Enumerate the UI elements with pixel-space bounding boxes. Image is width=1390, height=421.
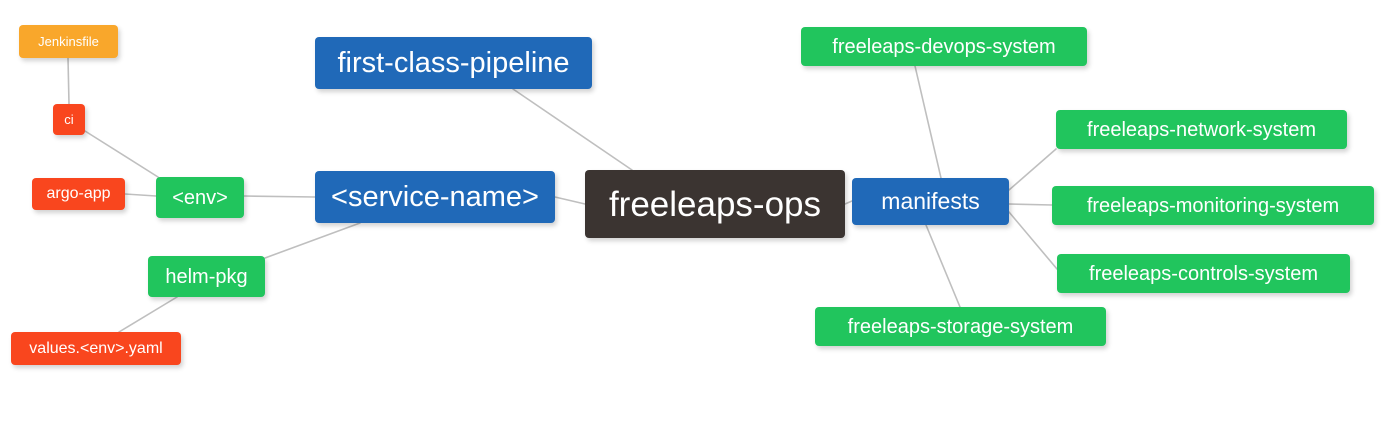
mindmap-node-ci[interactable]: ci	[53, 104, 85, 135]
node-label-manifests: manifests	[881, 188, 980, 214]
node-label-ci: ci	[64, 112, 74, 127]
node-label-env: <env>	[172, 186, 228, 209]
mindmap-node-helm-pkg[interactable]: helm-pkg	[148, 256, 265, 297]
mindmap-node-first-class-pipeline[interactable]: first-class-pipeline	[315, 37, 592, 89]
edge-manifests-to-freeleaps-devops-system	[914, 65, 942, 179]
mindmap-node-env[interactable]: <env>	[156, 177, 244, 218]
node-label-first-class-pipeline: first-class-pipeline	[337, 46, 570, 79]
node-label-jenkinsfile: Jenkinsfile	[38, 34, 99, 49]
mindmap-node-freeleaps-devops-system[interactable]: freeleaps-devops-system	[801, 27, 1087, 66]
node-label-freeleaps-network-system: freeleaps-network-system	[1087, 118, 1316, 141]
mindmap-node-freeleaps-controls-system[interactable]: freeleaps-controls-system	[1057, 254, 1350, 293]
edge-root-to-manifests	[844, 200, 853, 205]
mindmap-node-freeleaps-monitoring-system[interactable]: freeleaps-monitoring-system	[1052, 186, 1374, 225]
edge-jenkinsfile-to-ci	[67, 57, 70, 105]
node-label-argo-app: argo-app	[46, 185, 111, 202]
edge-manifests-to-freeleaps-storage-system	[925, 224, 961, 308]
node-label-freeleaps-monitoring-system: freeleaps-monitoring-system	[1086, 194, 1340, 217]
mindmap-node-jenkinsfile[interactable]: Jenkinsfile	[19, 25, 118, 58]
node-label-root: freeleaps-ops	[608, 184, 822, 224]
mindmap-node-freeleaps-network-system[interactable]: freeleaps-network-system	[1056, 110, 1347, 149]
edge-first-class-pipeline-to-root	[512, 88, 633, 171]
edge-manifests-to-freeleaps-network-system	[1008, 148, 1057, 191]
edge-manifests-to-freeleaps-controls-system	[1008, 211, 1058, 270]
node-label-helm-pkg: helm-pkg	[165, 265, 248, 288]
mindmap-node-manifests[interactable]: manifests	[852, 178, 1009, 225]
node-label-freeleaps-devops-system: freeleaps-devops-system	[832, 35, 1056, 58]
mindmap-node-values-env-yaml[interactable]: values.<env>.yaml	[11, 332, 181, 365]
mindmap-node-root[interactable]: freeleaps-ops	[585, 170, 845, 238]
node-label-freeleaps-storage-system: freeleaps-storage-system	[847, 315, 1074, 338]
edge-manifests-to-freeleaps-monitoring-system	[1008, 203, 1053, 206]
edge-env-to-service-name	[243, 195, 316, 198]
edge-values-env-yaml-to-helm-pkg	[118, 296, 178, 333]
node-label-freeleaps-controls-system: freeleaps-controls-system	[1089, 262, 1318, 285]
node-label-service-name: <service-name>	[331, 180, 539, 213]
mindmap-node-freeleaps-storage-system[interactable]: freeleaps-storage-system	[815, 307, 1106, 346]
node-label-values-env-yaml: values.<env>.yaml	[29, 339, 163, 357]
edge-helm-pkg-to-service-name	[264, 222, 361, 259]
mindmap-node-service-name[interactable]: <service-name>	[315, 171, 555, 223]
mindmap-node-argo-app[interactable]: argo-app	[32, 178, 125, 210]
edge-ci-to-env	[84, 130, 159, 178]
edge-argo-app-to-env	[124, 193, 157, 197]
edge-service-name-to-root	[554, 196, 586, 205]
